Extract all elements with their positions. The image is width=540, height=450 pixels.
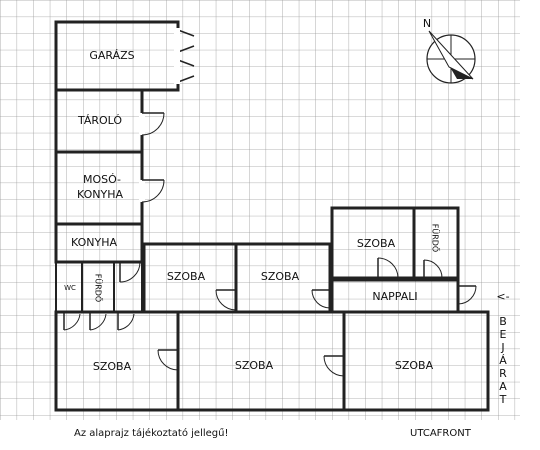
szoba-bottom-left-door: [157, 349, 179, 371]
moso-konyha-door: [139, 179, 165, 203]
wc-door: [63, 312, 81, 331]
label-moso-line1: MOSÓ-: [83, 173, 121, 186]
konyha-lower-door: [117, 312, 135, 331]
room-furdo-right: [412, 206, 460, 280]
label-szoba-bottom-mid: SZOBA: [235, 359, 274, 372]
label-szoba-bottom-left: SZOBA: [93, 360, 132, 373]
entrance-letter: T: [499, 393, 507, 406]
compass-icon: N: [423, 17, 476, 84]
room-szoba-bottom-right: [342, 310, 490, 412]
label-furdo-left: FÜRDŐ: [94, 274, 104, 302]
furdo-left-door: [89, 312, 107, 331]
entrance-arrow: <-: [496, 290, 509, 303]
konyha-door: [119, 261, 141, 283]
entrance-letter: Á: [499, 354, 507, 367]
furdo-right-door: [423, 259, 443, 279]
label-szoba-mid-right: SZOBA: [261, 270, 300, 283]
label-wc: WC: [64, 284, 76, 292]
label-szoba-upper-right: SZOBA: [357, 237, 396, 250]
footer-street-front: UTCAFRONT: [410, 428, 472, 439]
compass-north-letter: N: [423, 17, 431, 30]
entrance-letter: B: [499, 315, 507, 328]
label-furdo-right: FÜRDŐ: [431, 224, 441, 252]
entrance-letter: R: [499, 367, 507, 380]
entrance-letter: A: [499, 380, 507, 393]
tarolo-door: [139, 112, 165, 136]
szoba-bottom-mid-door: [323, 355, 345, 377]
label-nappali: NAPPALI: [372, 290, 417, 303]
label-moso-line2: KONYHA: [77, 188, 123, 201]
entrance-letter: J: [500, 341, 504, 354]
label-tarolo: TÁROLÓ: [77, 114, 122, 127]
szoba-upper-right-door: [377, 257, 399, 279]
szoba-mid-left-door: [215, 289, 237, 311]
label-szoba-bottom-right: SZOBA: [395, 359, 434, 372]
nappali-door: [457, 285, 477, 305]
garage-door: [174, 28, 195, 84]
label-konyha: KONYHA: [71, 236, 117, 249]
label-szoba-mid-left: SZOBA: [167, 270, 206, 283]
entrance-letter: E: [500, 328, 507, 341]
szoba-mid-right-door: [311, 289, 331, 309]
footer-disclaimer: Az alaprajz tájékoztató jellegű!: [74, 427, 228, 439]
label-garazs: GARÁZS: [89, 49, 134, 62]
